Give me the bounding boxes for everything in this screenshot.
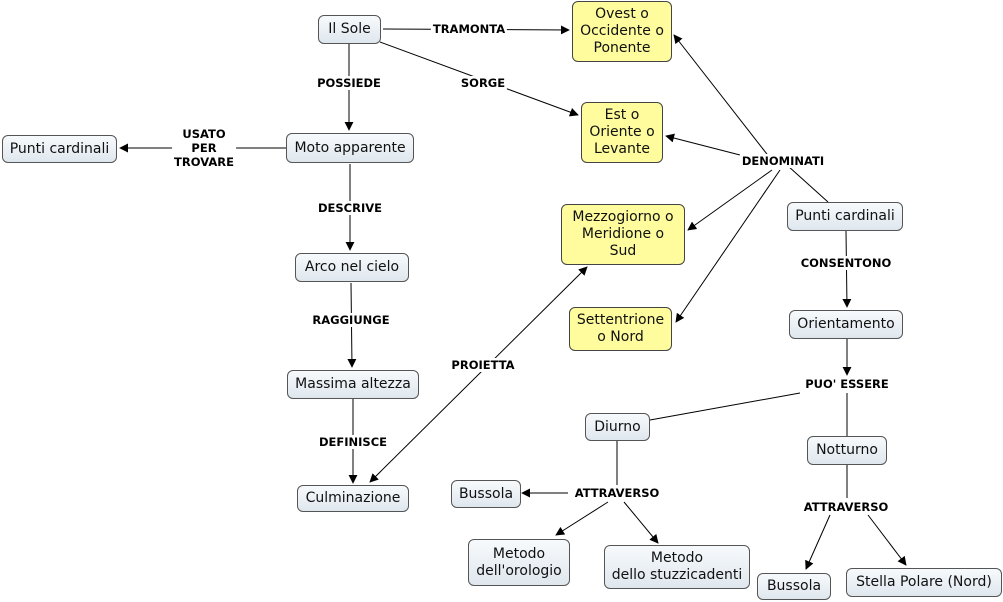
node-moto-apparente[interactable]: Moto apparente — [286, 133, 414, 163]
link-label-descrive: DESCRIVE — [315, 201, 385, 215]
node-punti-cardinali-right[interactable]: Punti cardinali — [787, 202, 903, 231]
link-attraverso-stella — [867, 514, 907, 566]
link-label-puo-essere: PUO' ESSERE — [803, 377, 891, 391]
link-denominati-sud — [687, 169, 773, 231]
node-il-sole[interactable]: Il Sole — [318, 15, 381, 44]
node-arco-nel-cielo[interactable]: Arco nel cielo — [295, 253, 409, 282]
node-settentrione[interactable]: Settentrione o Nord — [569, 307, 672, 351]
link-attraverso-stuzzicadenti — [623, 501, 659, 544]
link-denominati-est — [665, 133, 741, 156]
link-denominati-stem — [787, 165, 829, 203]
link-puo-diurno — [649, 392, 801, 421]
link-proietta — [369, 266, 588, 483]
link-label-sorge: SORGE — [458, 76, 508, 90]
node-metodo-stuzzicadenti[interactable]: Metodo dello stuzzicadenti — [604, 545, 750, 589]
node-orientamento[interactable]: Orientamento — [789, 310, 903, 339]
node-punti-cardinali-left[interactable]: Punti cardinali — [2, 135, 117, 163]
link-label-usato-per-trovare: USATO PER TROVARE — [172, 127, 236, 169]
node-stella-polare[interactable]: Stella Polare (Nord) — [846, 568, 1002, 597]
link-denominati-nord — [675, 169, 781, 323]
node-bussola-left[interactable]: Bussola — [451, 480, 521, 508]
node-massima-altezza[interactable]: Massima altezza — [287, 370, 419, 399]
node-culminazione[interactable]: Culminazione — [297, 485, 409, 512]
link-attraverso-bussola-right — [805, 514, 831, 570]
node-diurno[interactable]: Diurno — [585, 413, 650, 441]
link-label-attraverso-left: ATTRAVERSO — [572, 486, 662, 500]
node-notturno[interactable]: Notturno — [807, 436, 887, 465]
link-denominati-ovest — [673, 34, 771, 159]
link-label-definisce: DEFINISCE — [316, 435, 390, 449]
link-label-raggiunge: RAGGIUNGE — [310, 313, 392, 327]
link-label-possiede: POSSIEDE — [315, 76, 383, 90]
link-label-tramonta: TRAMONTA — [430, 22, 508, 36]
link-label-attraverso-right: ATTRAVERSO — [801, 500, 891, 514]
link-label-proietta: PROIETTA — [449, 358, 517, 372]
node-mezzogiorno[interactable]: Mezzogiorno o Meridione o Sud — [561, 204, 685, 265]
link-label-denominati: DENOMINATI — [739, 154, 827, 168]
link-attraverso-orologio — [555, 501, 609, 536]
node-est[interactable]: Est o Oriente o Levante — [581, 102, 663, 163]
node-bussola-right[interactable]: Bussola — [757, 573, 831, 600]
node-ovest[interactable]: Ovest o Occidente o Ponente — [572, 1, 672, 62]
node-metodo-orologio[interactable]: Metodo dell'orologio — [468, 539, 570, 586]
link-label-consentono: CONSENTONO — [798, 256, 894, 270]
